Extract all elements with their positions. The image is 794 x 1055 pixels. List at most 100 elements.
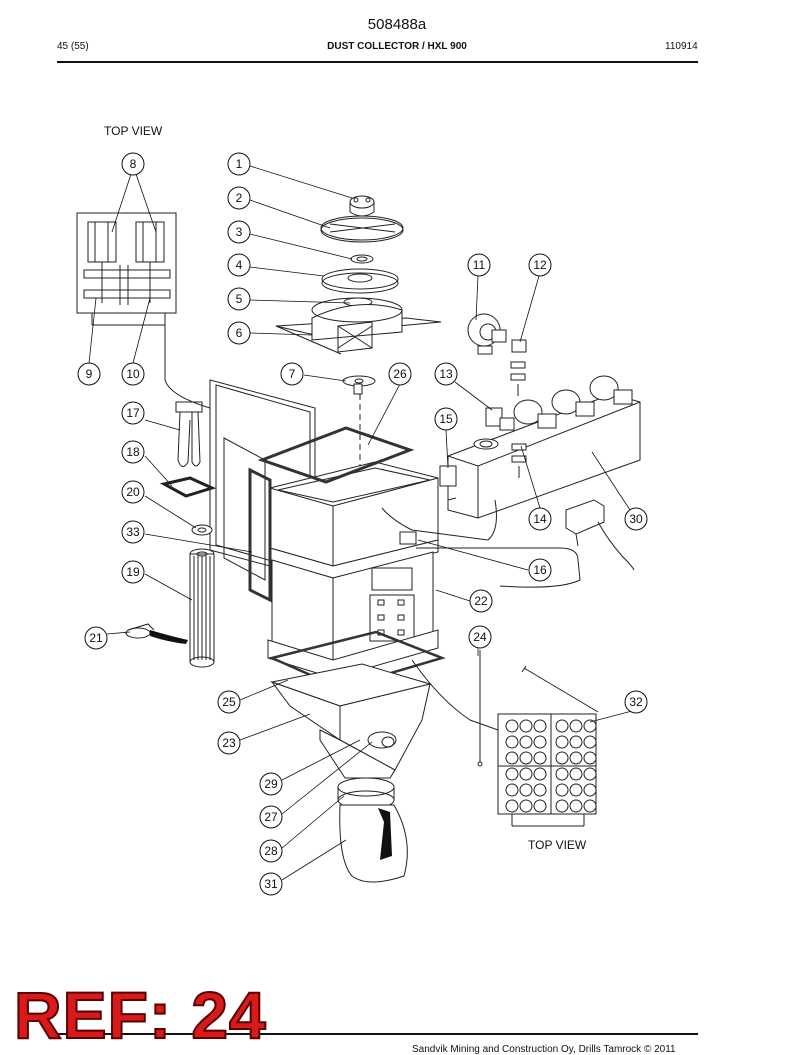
callout-16: 16 (528, 558, 552, 582)
svg-text:10: 10 (126, 367, 140, 381)
svg-text:11: 11 (473, 258, 486, 272)
right-top-view-plate (497, 713, 597, 827)
svg-text:8: 8 (130, 157, 137, 171)
callout-33: 33 (121, 520, 145, 544)
svg-text:14: 14 (533, 512, 547, 526)
svg-text:26: 26 (393, 367, 407, 381)
hose-line-4 (416, 547, 581, 588)
callout-20: 20 (121, 480, 145, 504)
svg-text:25: 25 (222, 695, 236, 709)
callout-23: 23 (217, 731, 241, 755)
callout-6: 6 (227, 321, 251, 345)
callout-18: 18 (121, 440, 145, 464)
svg-text:2: 2 (236, 191, 243, 205)
wire-24 (477, 650, 483, 767)
callout-5: 5 (227, 287, 251, 311)
footer-rule (57, 1033, 698, 1035)
callout-2: 2 (227, 186, 251, 210)
document-number: 508488a (367, 16, 427, 33)
svg-text:30: 30 (629, 512, 643, 526)
document-title: DUST COLLECTOR / HXL 900 (327, 41, 467, 52)
callout-28: 28 (259, 839, 283, 863)
svg-text:9: 9 (86, 367, 93, 381)
callout-9: 9 (77, 362, 101, 386)
hose-line (164, 325, 211, 409)
valve-header-tank (447, 375, 641, 519)
hose-line-2 (381, 499, 497, 541)
svg-text:32: 32 (629, 695, 643, 709)
svg-text:28: 28 (264, 844, 278, 858)
svg-text:17: 17 (126, 406, 140, 420)
callout-3: 3 (227, 220, 251, 244)
page-number: 45 (55) (57, 41, 89, 52)
callout-8: 8 (121, 152, 145, 176)
leader-lines (88, 165, 637, 881)
gasket-18 (159, 476, 217, 498)
svg-text:21: 21 (89, 631, 103, 645)
copyright-text: Sandvik Mining and Construction Oy, Dril… (412, 1044, 676, 1055)
top-view-label-left: TOP VIEW (104, 124, 163, 138)
small-parts-14 (511, 443, 527, 478)
svg-text:12: 12 (533, 258, 547, 272)
callout-17: 17 (121, 401, 145, 425)
lid-assembly (275, 195, 442, 355)
svg-text:16: 16 (533, 563, 547, 577)
svg-text:5: 5 (236, 292, 243, 306)
callout-24: 24 (468, 625, 492, 649)
pipe-15 (439, 465, 457, 501)
valve-11 (467, 313, 507, 355)
svg-text:4: 4 (236, 258, 243, 272)
callout-12: 12 (528, 253, 552, 277)
callout-14: 14 (528, 507, 552, 531)
svg-text:22: 22 (474, 594, 488, 608)
control-box (565, 499, 635, 571)
callout-4: 4 (227, 253, 251, 277)
callout-10: 10 (121, 362, 145, 386)
svg-text:1: 1 (236, 157, 243, 171)
hose-line-3 (411, 659, 499, 731)
clamp-21 (125, 623, 188, 644)
top-view-label-right: TOP VIEW (528, 838, 587, 852)
rod-32 (521, 665, 599, 713)
callout-7: 7 (280, 362, 304, 386)
svg-text:6: 6 (236, 326, 243, 340)
callout-19: 19 (121, 560, 145, 584)
callout-22: 22 (469, 589, 493, 613)
callout-15: 15 (434, 407, 458, 431)
svg-text:13: 13 (439, 367, 453, 381)
svg-text:29: 29 (264, 777, 278, 791)
callout-25: 25 (217, 690, 241, 714)
callout-26: 26 (388, 362, 412, 386)
document-date: 110914 (665, 41, 698, 52)
svg-text:24: 24 (473, 630, 487, 644)
junction-box-16 (399, 531, 417, 545)
ring-20 (191, 524, 213, 536)
callout-1: 1 (227, 152, 251, 176)
coil-12 (510, 339, 527, 396)
main-housing (209, 379, 446, 690)
callout-13: 13 (434, 362, 458, 386)
washer-7 (342, 375, 376, 395)
svg-text:3: 3 (236, 225, 243, 239)
ref-stamp: REF: 24 (13, 978, 267, 1052)
callout-29: 29 (259, 772, 283, 796)
header-rule (57, 61, 698, 63)
svg-text:15: 15 (439, 412, 453, 426)
svg-text:33: 33 (126, 525, 140, 539)
svg-text:23: 23 (222, 736, 236, 750)
callout-31: 31 (259, 872, 283, 896)
svg-text:20: 20 (126, 485, 140, 499)
svg-text:27: 27 (264, 810, 278, 824)
svg-text:31: 31 (264, 877, 278, 891)
callout-21: 21 (84, 626, 108, 650)
callout-11: 11 (467, 253, 491, 277)
callout-30: 30 (624, 507, 648, 531)
svg-text:18: 18 (126, 445, 140, 459)
svg-text:19: 19 (126, 565, 140, 579)
callout-32: 32 (624, 690, 648, 714)
callout-27: 27 (259, 805, 283, 829)
left-top-view-panel (76, 212, 177, 326)
filter-cartridge (189, 548, 215, 668)
bracket-17 (175, 401, 203, 467)
